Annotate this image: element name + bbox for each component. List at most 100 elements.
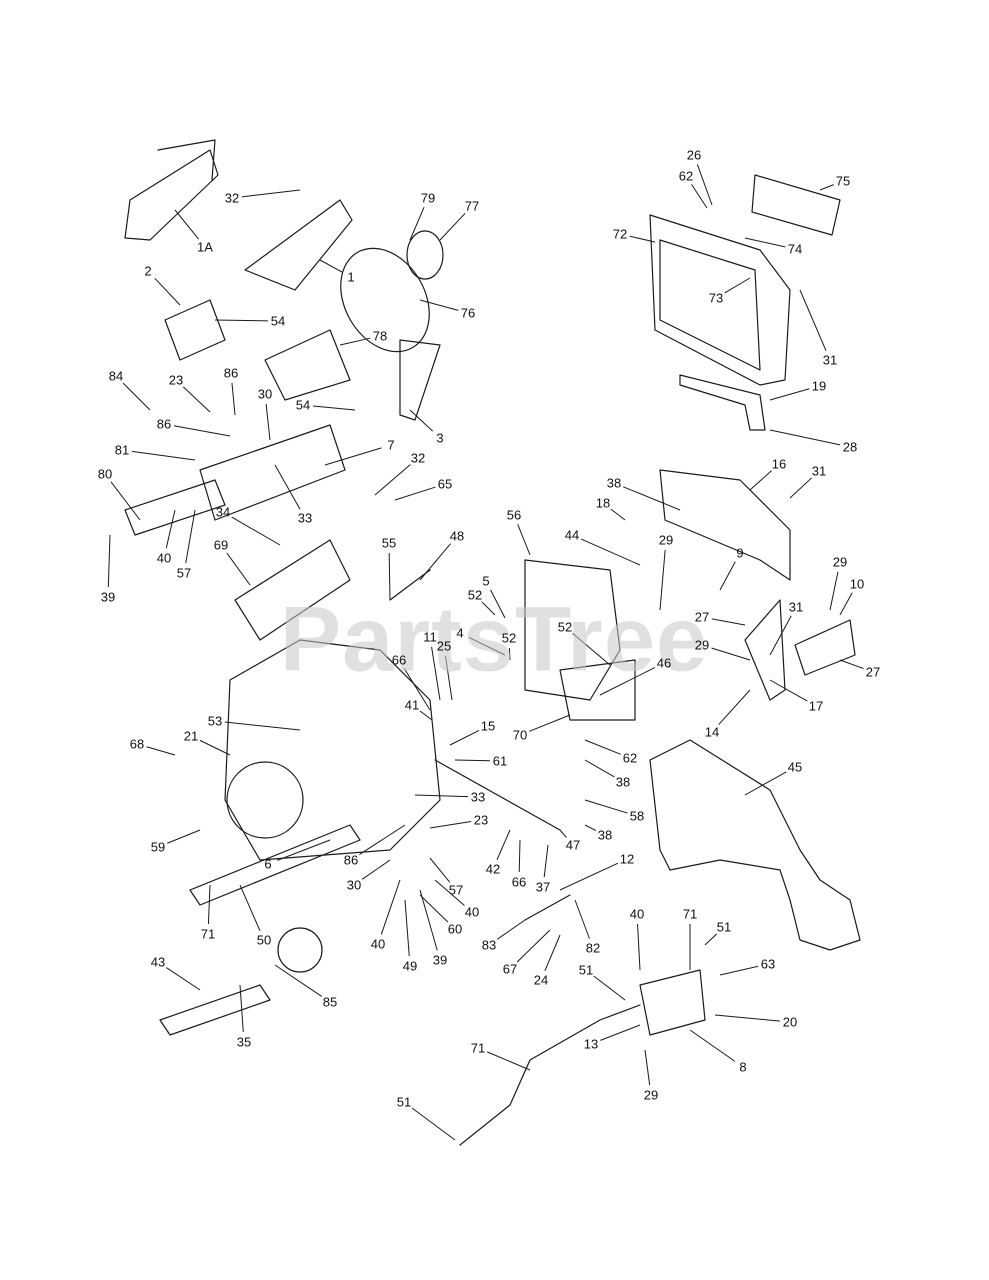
- leader-line: [374, 464, 411, 496]
- callout-label: 86: [343, 852, 359, 868]
- callout-label: 20: [782, 1014, 798, 1030]
- leader-line: [574, 899, 590, 939]
- callout-label: 30: [346, 877, 362, 893]
- callout-label: 4: [456, 625, 464, 641]
- callout-label: 15: [480, 718, 496, 734]
- callout-label: 14: [704, 724, 720, 740]
- leader-line: [518, 839, 521, 873]
- part-muffler-69: [234, 539, 351, 641]
- leader-line: [312, 405, 356, 411]
- leader-line: [199, 739, 231, 756]
- callout-label: 31: [822, 352, 838, 368]
- callout-label: 29: [658, 532, 674, 548]
- part-engine: [224, 639, 441, 861]
- leader-line: [481, 601, 496, 616]
- callout-label: 53: [207, 713, 223, 729]
- leader-line: [508, 647, 511, 661]
- leader-line: [414, 794, 469, 798]
- callout-label: 51: [396, 1094, 412, 1110]
- callout-label: 57: [448, 882, 464, 898]
- leader-line: [711, 647, 751, 661]
- callout-label: 38: [597, 827, 613, 843]
- leader-line: [146, 746, 176, 756]
- leader-line: [434, 879, 465, 906]
- leader-line: [744, 237, 786, 248]
- leader-line: [584, 799, 628, 814]
- callout-label: 19: [811, 378, 827, 394]
- callout-label: 75: [835, 173, 851, 189]
- leader-line: [409, 409, 434, 432]
- leader-line: [388, 552, 391, 601]
- callout-label: 2: [144, 263, 152, 279]
- leader-line: [689, 1029, 736, 1062]
- leader-line: [584, 739, 621, 755]
- part-hose-71: [459, 1004, 641, 1146]
- leader-line: [166, 967, 201, 991]
- part-belt-45: [649, 739, 861, 951]
- leader-line: [214, 319, 269, 322]
- leader-line: [277, 839, 331, 861]
- part-radiator-core: [659, 239, 761, 371]
- leader-line: [769, 388, 810, 401]
- leader-line: [231, 516, 281, 546]
- leader-line: [394, 486, 436, 501]
- callout-label: 1A: [197, 239, 213, 255]
- callout-label: 10: [849, 576, 865, 592]
- leader-line: [789, 477, 813, 499]
- leader-line: [819, 184, 834, 191]
- leader-line: [226, 552, 251, 586]
- callout-label: 5: [482, 573, 490, 589]
- callout-label: 21: [183, 728, 199, 744]
- callout-label: 31: [788, 599, 804, 615]
- part-intake-56: [524, 559, 621, 701]
- callout-label: 29: [832, 554, 848, 570]
- callout-label: 73: [708, 290, 724, 306]
- callout-label: 82: [585, 940, 601, 956]
- callout-label: 8: [739, 1059, 747, 1075]
- callout-label: 60: [447, 921, 463, 937]
- callout-label: 71: [200, 926, 216, 942]
- leader-line: [724, 277, 751, 294]
- leader-line: [599, 667, 656, 696]
- callout-label: 84: [108, 368, 124, 384]
- leader-line: [829, 571, 839, 611]
- callout-label: 49: [402, 958, 418, 974]
- leader-line: [516, 929, 551, 963]
- leader-line: [154, 277, 181, 306]
- callout-label: 3: [436, 430, 444, 446]
- leader-line: [799, 289, 827, 352]
- callout-label: 44: [564, 527, 580, 543]
- leader-line: [444, 655, 453, 701]
- callout-label: 68: [129, 736, 145, 752]
- callout-label: 25: [436, 638, 452, 654]
- leader-line: [769, 615, 792, 656]
- callout-label: 81: [114, 442, 130, 458]
- callout-label: 58: [629, 808, 645, 824]
- callout-label: 59: [150, 839, 166, 855]
- leader-line: [411, 1107, 456, 1141]
- callout-label: 27: [865, 664, 881, 680]
- leader-line: [361, 859, 391, 880]
- callout-label: 71: [470, 1040, 486, 1056]
- part-bracket-46: [559, 659, 636, 721]
- callout-label: 33: [297, 510, 313, 526]
- part-mount-80: [124, 479, 226, 536]
- part-panel-1: [244, 199, 353, 291]
- leader-line: [429, 821, 472, 829]
- leader-line: [167, 829, 201, 844]
- callout-label: 57: [176, 565, 192, 581]
- callout-label: 62: [678, 168, 694, 184]
- part-bracket-top: [157, 139, 216, 181]
- leader-line: [719, 965, 759, 976]
- callout-label: 77: [464, 198, 480, 214]
- leader-line: [610, 508, 626, 521]
- callout-label: 29: [694, 637, 710, 653]
- callout-label: 80: [97, 466, 113, 482]
- leader-line: [517, 524, 531, 556]
- leader-line: [454, 759, 491, 762]
- leader-line: [274, 964, 322, 997]
- callout-label: 39: [432, 952, 448, 968]
- leader-line: [584, 824, 597, 831]
- leader-line: [769, 429, 841, 446]
- leader-line: [496, 919, 526, 940]
